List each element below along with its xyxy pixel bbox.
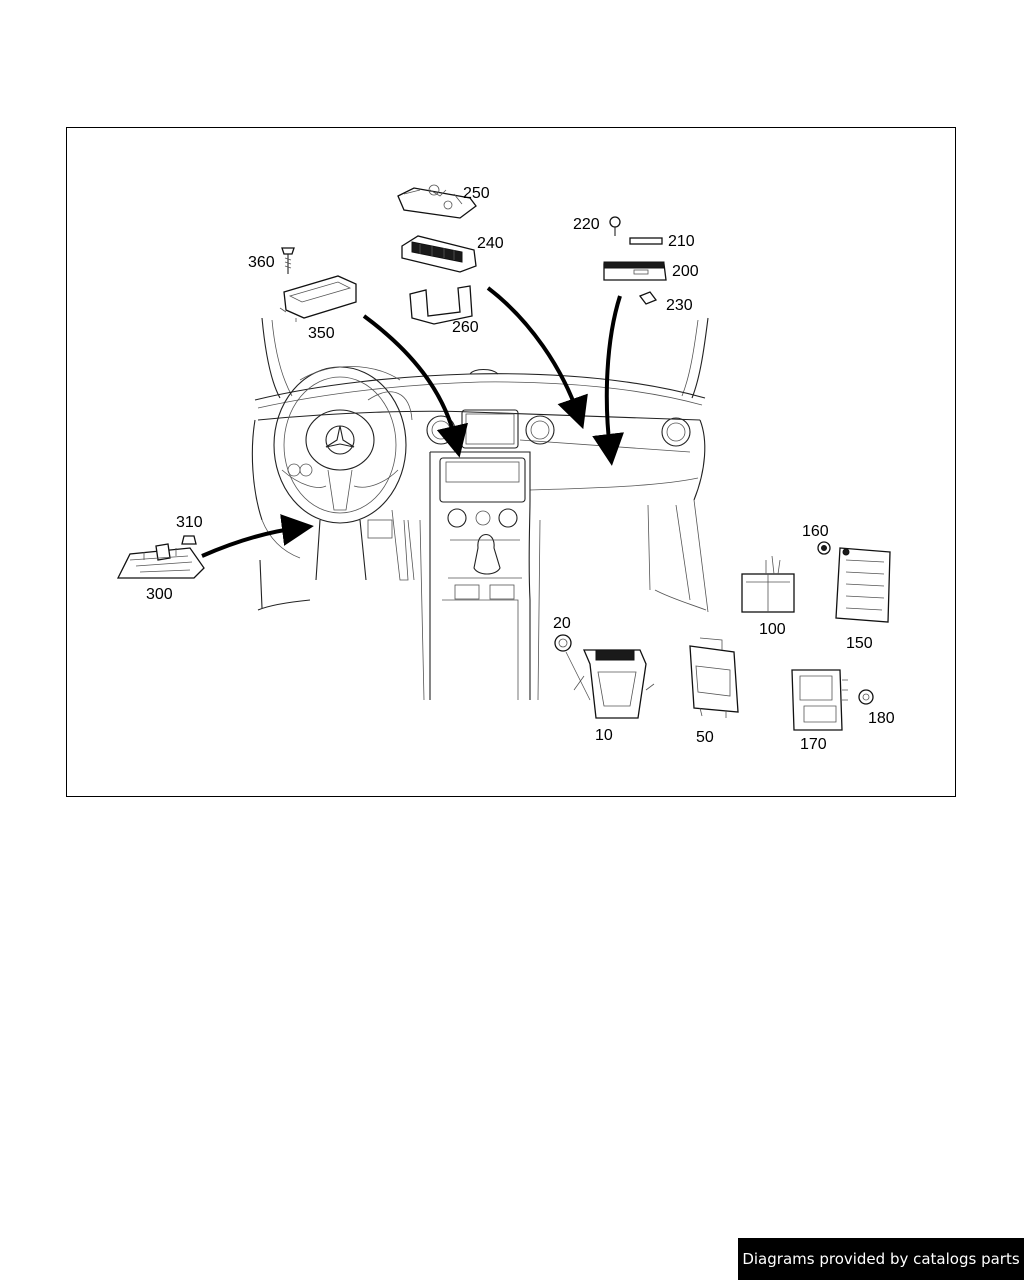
part-180-nut[interactable] <box>858 689 874 705</box>
callout-200[interactable]: 200 <box>672 263 699 280</box>
part-300-module[interactable] <box>116 543 205 579</box>
callout-230[interactable]: 230 <box>666 297 693 314</box>
callout-150[interactable]: 150 <box>846 635 873 652</box>
part-10-bracket[interactable] <box>573 649 655 719</box>
part-230-clip[interactable] <box>638 291 658 305</box>
watermark-banner: Diagrams provided by catalogs parts <box>738 1238 1024 1280</box>
part-160-screw[interactable] <box>817 541 831 555</box>
callout-220[interactable]: 220 <box>573 216 600 233</box>
callout-labels: 250 240 260 350 360 220 210 200 230 310 … <box>146 185 895 753</box>
callout-310[interactable]: 310 <box>176 514 203 531</box>
part-100-amplifier[interactable] <box>741 555 795 613</box>
part-260-bracket[interactable] <box>409 285 473 325</box>
callout-100[interactable]: 100 <box>759 621 786 638</box>
part-350-module[interactable] <box>279 275 357 322</box>
callout-250[interactable]: 250 <box>463 185 490 202</box>
callout-300[interactable]: 300 <box>146 586 173 603</box>
part-50-module[interactable] <box>689 637 739 718</box>
part-20-nut[interactable] <box>554 634 591 701</box>
part-210-strip[interactable] <box>629 237 663 245</box>
part-360-bolt[interactable] <box>281 247 295 274</box>
callout-10[interactable]: 10 <box>595 727 613 744</box>
callout-210[interactable]: 210 <box>668 233 695 250</box>
part-150-amplifier[interactable] <box>835 547 891 623</box>
part-240-fuse-box[interactable] <box>401 235 477 273</box>
callout-180[interactable]: 180 <box>868 710 895 727</box>
callout-20[interactable]: 20 <box>553 615 571 632</box>
diagram-frame <box>66 127 956 797</box>
assembly-arrows <box>201 286 624 558</box>
callout-170[interactable]: 170 <box>800 736 827 753</box>
part-220-screw[interactable] <box>609 216 621 236</box>
callout-350[interactable]: 350 <box>308 325 335 342</box>
part-200-unit[interactable] <box>603 261 667 281</box>
part-250-control-unit[interactable] <box>397 184 477 219</box>
vehicle-interior-drawing <box>251 317 709 701</box>
part-170-control-unit[interactable] <box>791 669 848 731</box>
callout-260[interactable]: 260 <box>452 319 479 336</box>
callout-360[interactable]: 360 <box>248 254 275 271</box>
callout-160[interactable]: 160 <box>802 523 829 540</box>
callout-240[interactable]: 240 <box>477 235 504 252</box>
callout-50[interactable]: 50 <box>696 729 714 746</box>
part-310-nut[interactable] <box>181 535 197 545</box>
